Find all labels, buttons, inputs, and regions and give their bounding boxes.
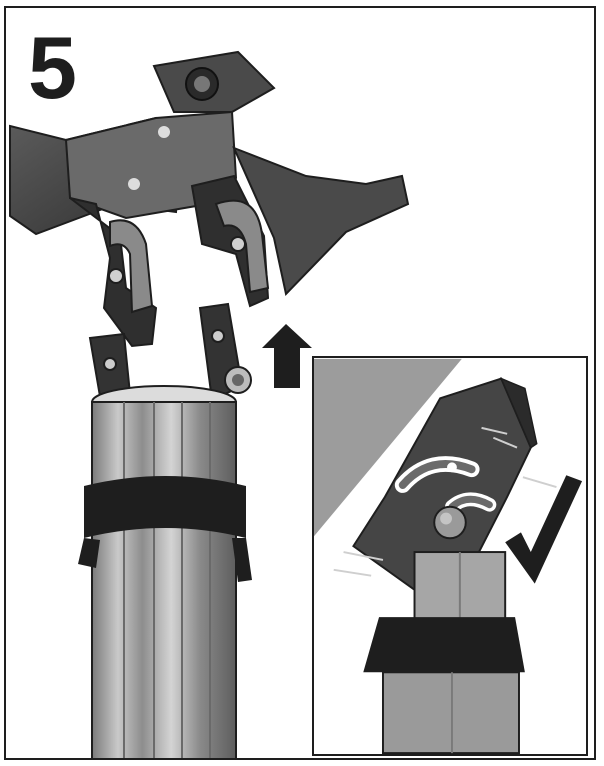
main-illustration [9, 50, 410, 758]
instruction-panel: 5 [4, 6, 596, 760]
detail-illustration [314, 358, 583, 754]
step-number: 5 [28, 18, 77, 117]
check-mark-icon [505, 475, 583, 584]
pole [78, 401, 252, 758]
detail-inset [312, 356, 588, 756]
mounting-bracket [9, 50, 410, 348]
up-arrow-icon [262, 324, 312, 388]
